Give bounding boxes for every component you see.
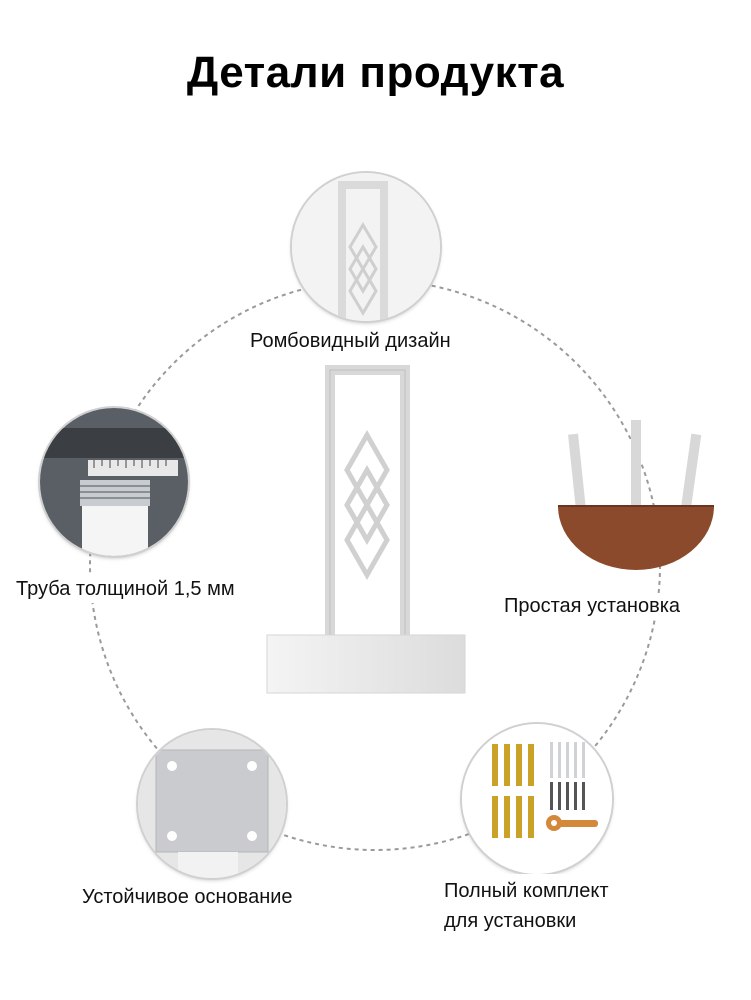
feature-stable-base (138, 730, 286, 878)
feature-label-kit: Полный комплект для установки (440, 874, 613, 938)
feature-label-pipe: Труба толщиной 1,5 мм (12, 576, 239, 603)
feature-easy-installation (556, 420, 716, 570)
feature-label-base: Устойчивое основание (78, 884, 297, 911)
install-kit-icon (462, 724, 612, 874)
page-title: Детали продукта (186, 48, 565, 97)
feature-label-installation: Простая установка (500, 593, 685, 620)
feature-rhombus-design (292, 173, 440, 321)
feature-label-kit-line2: для установки (444, 910, 577, 932)
base-plate-icon (138, 730, 286, 878)
feature-install-kit (462, 724, 612, 874)
feature-pipe-thickness (40, 408, 188, 556)
rhombus-design-icon (292, 173, 440, 321)
ground-installation-icon (558, 420, 714, 570)
feature-label-rhombus: Ромбовидный дизайн (246, 328, 455, 355)
pipe-caliper-icon (40, 408, 188, 556)
wrench-icon (546, 815, 598, 831)
feature-label-kit-line1: Полный комплект (444, 880, 609, 902)
central-product-image (266, 365, 466, 694)
